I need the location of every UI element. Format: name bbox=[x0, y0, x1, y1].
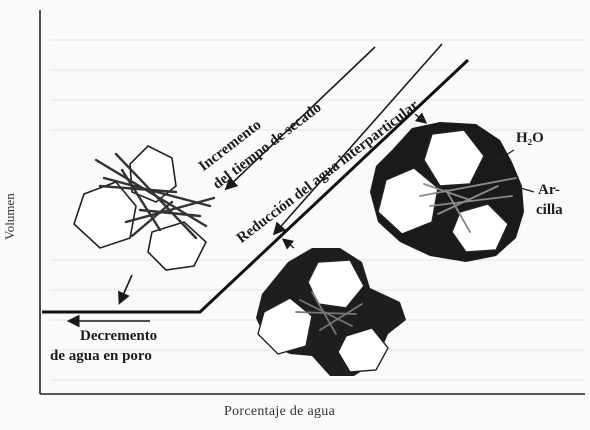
x-axis-label: Porcentaje de agua bbox=[224, 404, 335, 420]
clay-label-line1: Ar- bbox=[538, 182, 560, 199]
particle-settle-arrow bbox=[120, 275, 132, 302]
saturated-aggregate bbox=[370, 122, 534, 262]
y-axis-label: Volumen bbox=[2, 193, 18, 240]
particle-hexagon bbox=[148, 222, 206, 270]
water-label: H₂O bbox=[516, 130, 544, 147]
pore-water-label-line1: Decremento bbox=[80, 328, 157, 345]
pore-water-label-line2: de agua en poro bbox=[50, 348, 152, 365]
partially-dried-aggregate bbox=[256, 248, 406, 376]
wet-soil-particles bbox=[74, 146, 214, 270]
clay-label-line2: cilla bbox=[536, 202, 563, 219]
gap-marker-bottom bbox=[284, 240, 294, 248]
particle-hexagon bbox=[74, 182, 136, 248]
